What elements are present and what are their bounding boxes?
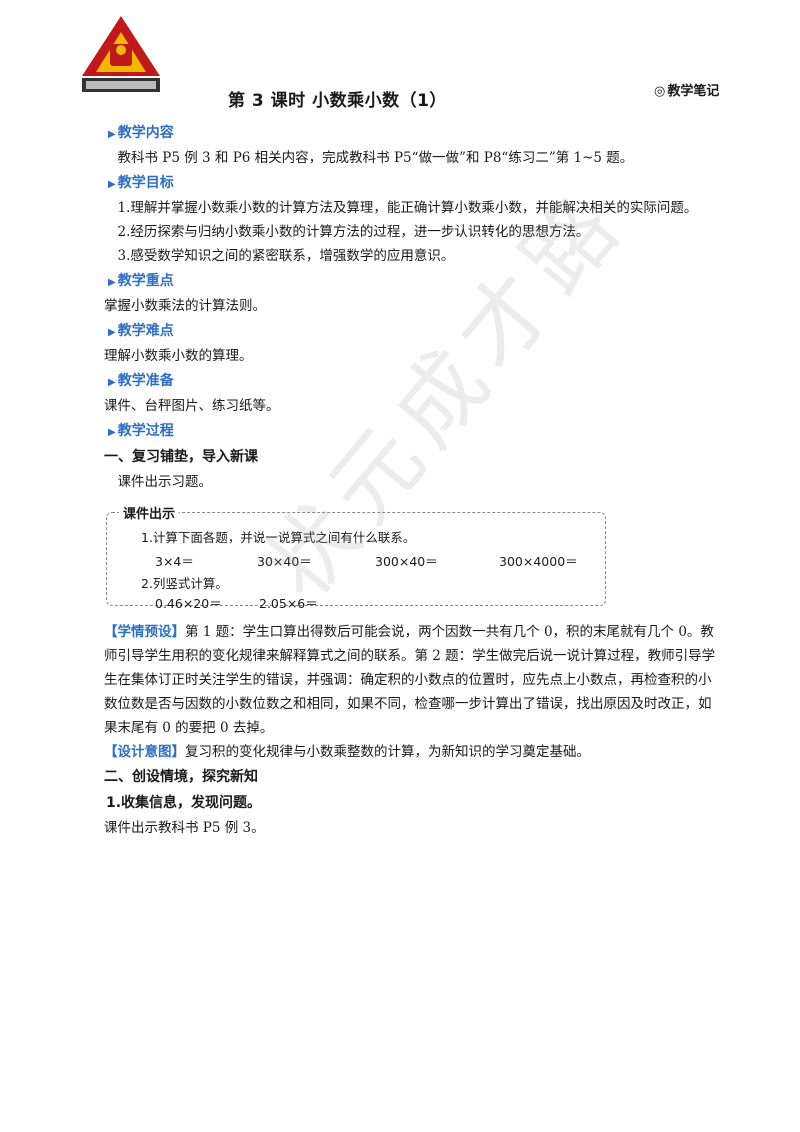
exercise-item: 300×40＝ (375, 554, 438, 569)
design-tag: 设计意图 (104, 744, 185, 760)
part2-title: 二、创设情境，探究新知 (104, 769, 258, 785)
logo (80, 14, 162, 94)
section-heading: ▶教学内容 (108, 120, 724, 146)
exercise-item: 0.46×20＝ (155, 596, 222, 611)
section-heading: ▶教学难点 (108, 318, 724, 344)
section-heading-text: 教学内容 (117, 125, 174, 141)
triangle-icon: ▶ (108, 129, 116, 140)
part1-title: 一、复习铺垫，导入新课 (104, 449, 258, 465)
triangle-icon: ▶ (108, 277, 116, 288)
exercise-item: 30×40＝ (257, 554, 312, 569)
triangle-icon: ▶ (108, 327, 116, 338)
notes-label: ◎教学笔记 (654, 80, 719, 99)
courseware-label: 课件出示 (119, 503, 180, 522)
key-text: 掌握小数乘法的计算法则。 (104, 298, 266, 314)
goal-item: 2.经历探索与归纳小数乘小数的计算方法的过程，进一步认识转化的思想方法。 (117, 224, 590, 240)
design-paragraph: 设计意图复习积的变化规律与小数乘整数的计算，为新知识的学习奠定基础。 (104, 740, 724, 764)
exercise-item: 3×4＝ (155, 554, 194, 569)
triangle-icon: ▶ (108, 179, 116, 190)
preset-paragraph: 学情预设第 1 题：学生口算出得数后可能会说，两个因数一共有几个 0，积的末尾就… (104, 620, 724, 740)
section-heading-text: 教学重点 (117, 273, 174, 289)
triangle-icon: ▶ (108, 427, 116, 438)
goal-item: 3.感受数学知识之间的紧密联系，增强数学的应用意识。 (117, 248, 455, 264)
preset-text: 第 1 题：学生口算出得数后可能会说，两个因数一共有几个 0，积的末尾就有几个 … (104, 624, 716, 736)
exercise-line: 1.计算下面各题，并说一说算式之间有什么联系。 (141, 530, 416, 545)
triangle-icon: ▶ (108, 377, 116, 388)
prep-text: 课件、台秤图片、练习纸等。 (104, 398, 280, 414)
part2-subtitle: 1.收集信息，发现问题。 (106, 795, 262, 811)
goal-item: 1.理解并掌握小数乘小数的计算方法及算理，能正确计算小数乘小数，并能解决相关的实… (117, 200, 698, 216)
section-heading: ▶教学准备 (108, 368, 724, 394)
section-heading: ▶教学重点 (108, 268, 724, 294)
page-title: 第 3 课时 小数乘小数（1） (228, 91, 447, 111)
lesson-content: ▶教学内容 教科书 P5 例 3 和 P6 相关内容，完成教科书 P5“做一做”… (104, 120, 724, 840)
preset-tag: 学情预设 (104, 624, 185, 640)
section-heading: ▶教学过程 (108, 418, 724, 444)
exercise-item: 2.05×6＝ (259, 596, 318, 611)
notes-label-text: 教学笔记 (667, 84, 720, 99)
exercise-line: 2.列竖式计算。 (141, 576, 228, 591)
bullseye-icon: ◎ (654, 84, 666, 99)
part2-text: 课件出示教科书 P5 例 3。 (104, 820, 265, 836)
exercise-item: 300×4000＝ (499, 554, 578, 569)
content-text: 教科书 P5 例 3 和 P6 相关内容，完成教科书 P5“做一做”和 P8“练… (117, 150, 634, 166)
section-heading-text: 教学目标 (117, 175, 174, 191)
section-heading: ▶教学目标 (108, 170, 724, 196)
section-heading-text: 教学过程 (117, 423, 174, 439)
section-heading-text: 教学难点 (117, 323, 174, 339)
courseware-box: 课件出示 1.计算下面各题，并说一说算式之间有什么联系。 3×4＝ 30×40＝… (106, 503, 606, 611)
section-heading-text: 教学准备 (117, 373, 174, 389)
part1-text: 课件出示习题。 (117, 474, 213, 490)
design-text: 复习积的变化规律与小数乘整数的计算，为新知识的学习奠定基础。 (185, 744, 590, 760)
difficulty-text: 理解小数乘小数的算理。 (104, 348, 253, 364)
